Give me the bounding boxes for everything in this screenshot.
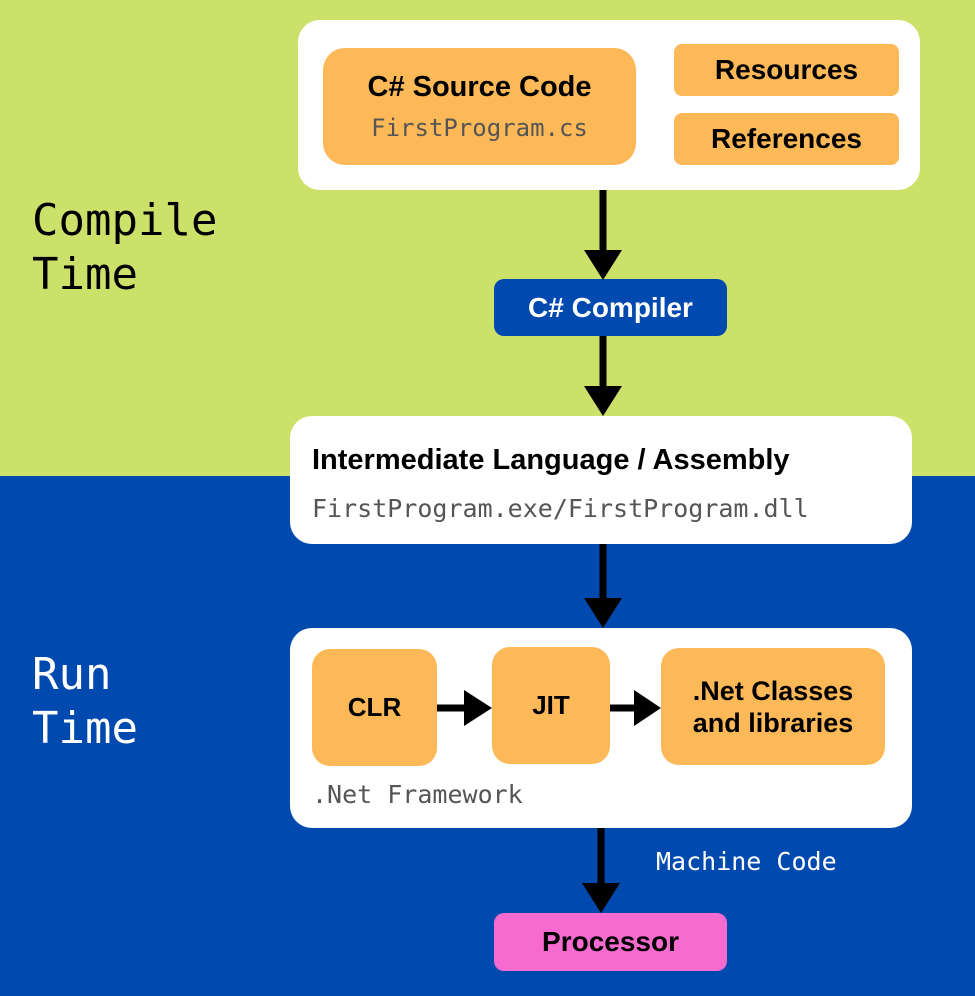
- resources-box: Resources: [674, 44, 899, 96]
- libraries-box: .Net Classes and libraries: [661, 648, 885, 765]
- il-card: [290, 416, 912, 544]
- source-code-file: FirstProgram.cs: [371, 114, 588, 142]
- libraries-label: .Net Classes and libraries: [692, 675, 854, 738]
- arrow-clr-to-jit: [437, 690, 492, 726]
- compile-time-label: Compile Time: [32, 195, 218, 300]
- arrow-compiler-to-il: [584, 336, 622, 416]
- run-time-label: Run Time: [32, 649, 138, 754]
- arrow-jit-to-libraries: [610, 690, 661, 726]
- arrow-il-to-framework: [584, 544, 622, 628]
- arrow-framework-to-processor: [582, 828, 620, 913]
- processor-box: Processor: [494, 913, 727, 971]
- framework-label: .Net Framework: [312, 780, 523, 809]
- clr-box: CLR: [312, 649, 437, 766]
- references-box: References: [674, 113, 899, 165]
- source-code-title: C# Source Code: [367, 71, 592, 103]
- jit-box: JIT: [492, 647, 610, 764]
- machine-code-label: Machine Code: [656, 847, 837, 876]
- il-title: Intermediate Language / Assembly: [312, 444, 790, 476]
- csharp-compiler-box: C# Compiler: [494, 279, 727, 336]
- source-code-box: C# Source Code FirstProgram.cs: [323, 48, 636, 165]
- arrow-source-to-compiler: [584, 190, 622, 280]
- il-file: FirstProgram.exe/FirstProgram.dll: [312, 494, 809, 523]
